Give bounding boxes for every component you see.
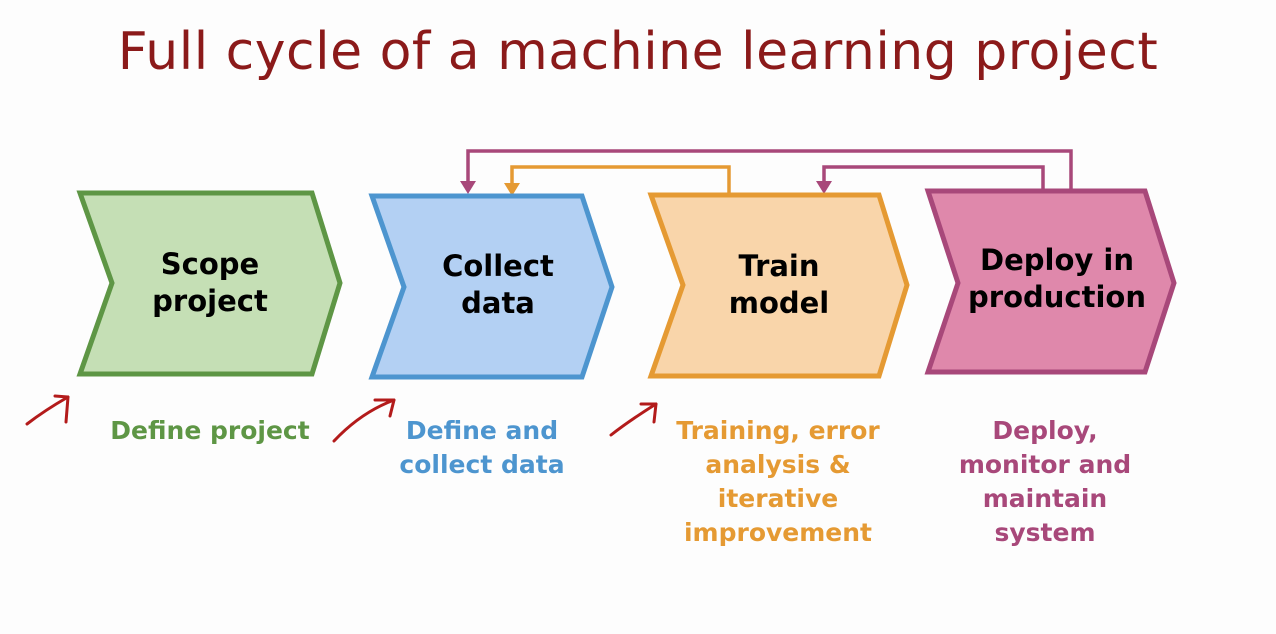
- annotation-arrow-3: [609, 402, 658, 437]
- stage-scope-chevron: [76, 190, 343, 377]
- feedback-deploy-to-collect-arrowhead: [460, 181, 476, 194]
- annotation-arrow-1: [25, 394, 70, 426]
- stage-deploy-chevron: [924, 188, 1177, 375]
- stage-deploy-label: Deploy in production: [968, 243, 1146, 314]
- stage-collect-label: Collect data: [442, 249, 554, 320]
- feedback-train-to-collect-arrow: [510, 165, 731, 193]
- stage-train-caption: Training, error analysis & iterative imp…: [676, 416, 880, 547]
- feedback-deploy-to-train-arrowhead: [816, 181, 832, 194]
- feedback-deploy-to-train-arrow: [822, 165, 1045, 190]
- stage-scope-caption: Define project: [110, 416, 310, 445]
- stage-scope-label: Scope project: [152, 247, 268, 318]
- annotation-arrow-2: [332, 398, 396, 443]
- stage-collect-caption: Define and collect data: [399, 416, 565, 479]
- feedback-train-to-collect-arrowhead: [504, 183, 520, 196]
- stage-deploy-caption: Deploy, monitor and maintain system: [958, 416, 1132, 547]
- feedback-deploy-to-collect-arrow: [466, 149, 1073, 190]
- stage-train-label: Train model: [728, 249, 830, 320]
- stage-collect-chevron: [368, 193, 615, 380]
- page-title: Full cycle of a machine learning project: [117, 22, 1159, 82]
- stage-train-chevron: [647, 192, 910, 379]
